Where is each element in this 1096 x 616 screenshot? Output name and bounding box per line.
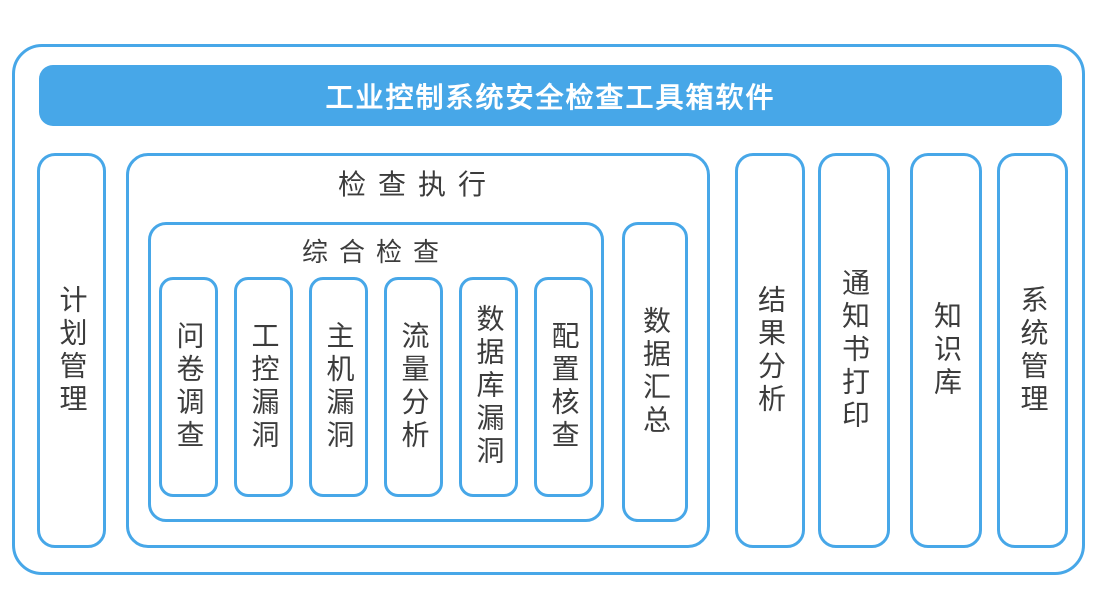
submodule-database-vulnerability-label: 数据库漏洞 (473, 304, 505, 470)
group-comprehensive-inspection: 综合检查 问卷调查 工控漏洞 主机漏洞 流量分析 数据库漏洞 (148, 222, 604, 522)
module-inspection-execution-label: 检查执行 (337, 169, 498, 200)
submodule-traffic-analysis: 流量分析 (384, 276, 443, 497)
comprehensive-items-row: 问卷调查 工控漏洞 主机漏洞 流量分析 数据库漏洞 配置核查 (151, 267, 601, 519)
diagram-title: 工业控制系统安全检查工具箱软件 (325, 81, 776, 113)
module-result-analysis: 结果分析 (735, 153, 805, 548)
submodule-database-vulnerability: 数据库漏洞 (459, 276, 518, 497)
submodule-questionnaire-survey: 问卷调查 (159, 276, 218, 497)
submodule-ics-vulnerability: 工控漏洞 (234, 276, 293, 497)
module-knowledge-base: 知识库 (910, 153, 982, 548)
module-knowledge-base-label: 知识库 (931, 301, 962, 400)
module-notification-printing: 通知书打印 (818, 153, 890, 548)
module-data-summary-label: 数据汇总 (640, 306, 671, 438)
module-inspection-execution: 检查执行 综合检查 问卷调查 工控漏洞 主机漏洞 流量分析 (126, 153, 710, 548)
submodule-questionnaire-survey-label: 问卷调查 (173, 320, 205, 453)
module-plan-management-label: 计划管理 (56, 284, 88, 417)
submodule-ics-vulnerability-label: 工控漏洞 (248, 320, 280, 453)
module-data-summary: 数据汇总 (622, 222, 688, 522)
module-system-management-label: 系统管理 (1017, 284, 1049, 417)
module-notification-printing-label: 通知书打印 (839, 268, 870, 433)
toolbox-outer-frame: 工业控制系统安全检查工具箱软件 计划管理 检查执行 综合检查 问卷调查 工控漏洞… (12, 44, 1085, 575)
submodule-host-vulnerability: 主机漏洞 (309, 276, 368, 497)
submodule-host-vulnerability-label: 主机漏洞 (323, 320, 355, 453)
module-plan-management: 计划管理 (37, 153, 106, 548)
module-result-analysis-label: 结果分析 (755, 284, 786, 417)
module-system-management: 系统管理 (997, 153, 1068, 548)
submodule-config-check: 配置核查 (534, 276, 593, 497)
submodule-traffic-analysis-label: 流量分析 (398, 320, 430, 453)
submodule-config-check-label: 配置核查 (548, 320, 580, 453)
diagram-title-bar: 工业控制系统安全检查工具箱软件 (39, 65, 1062, 126)
group-comprehensive-inspection-label: 综合检查 (301, 237, 450, 267)
